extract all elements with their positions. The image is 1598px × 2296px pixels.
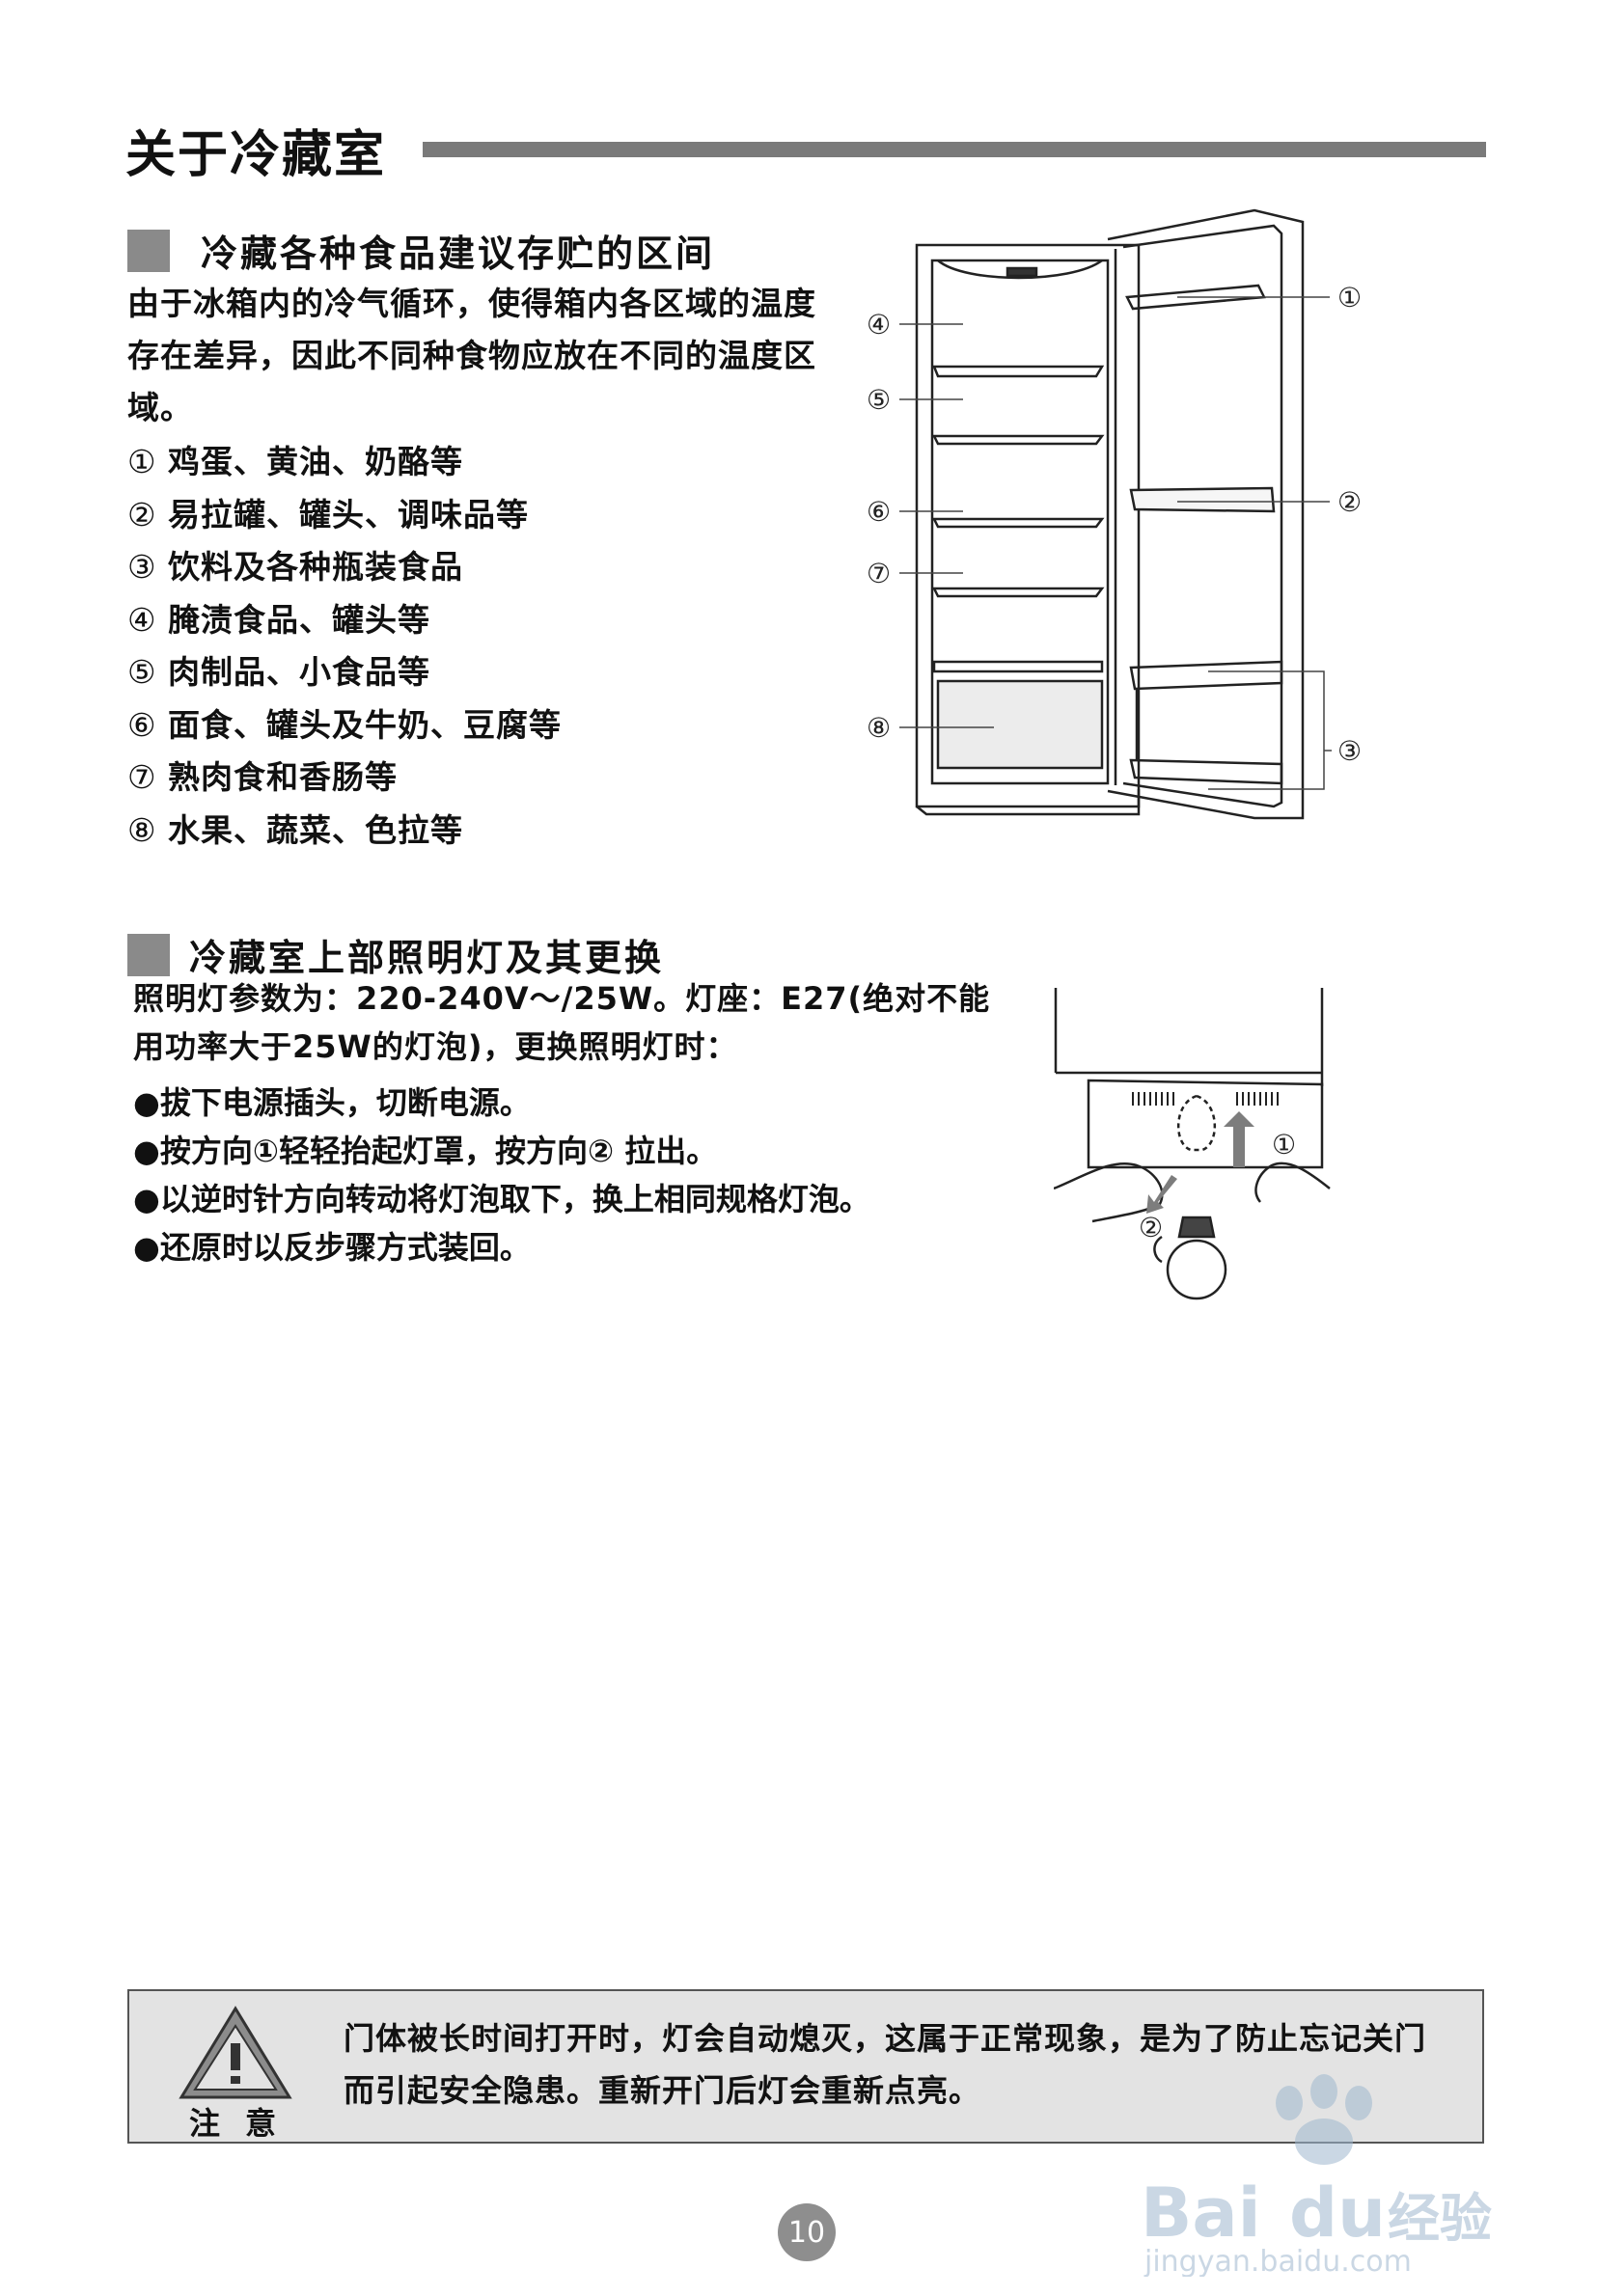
baidu-jingyan-watermark: Bai du 经验 jingyan.baidu.com <box>1141 2074 1492 2277</box>
svg-text:jingyan.baidu.com: jingyan.baidu.com <box>1143 2245 1412 2277</box>
bullet-icon: ● <box>133 1133 160 1169</box>
lamp-diagram-label-1: ① <box>1272 1129 1296 1161</box>
page-title: 关于冷藏室 <box>125 126 387 184</box>
notice-box: 注意 门体被长时间打开时，灯会自动熄灭，这属于正常现象，是为了防止忘记关门而引起… <box>127 1989 1484 2144</box>
heading-square-icon <box>127 933 170 976</box>
section-title: 冷藏各种食品建议存贮的区间 <box>201 232 716 275</box>
lamp-replacement-diagram: ① ② <box>1054 988 1331 1300</box>
diagram-label-6: ⑥ <box>867 496 891 528</box>
svg-text:经验: 经验 <box>1388 2188 1492 2249</box>
diagram-label-7: ⑦ <box>867 558 891 589</box>
diagram-label-8: ⑧ <box>867 712 891 744</box>
notice-text: 门体被长时间打开时，灯会自动熄灭，这属于正常现象，是为了防止忘记关门而引起安全隐… <box>344 2020 1427 2109</box>
diagram-label-5: ⑤ <box>867 384 891 416</box>
lamp-intro-text: 照明灯参数为：220-240V～/25W。灯座：E27(绝对不能用功率大于25W… <box>133 980 991 1065</box>
diagram-label-4: ④ <box>867 309 891 341</box>
bullet-icon: ● <box>133 1229 160 1266</box>
section-title: 冷藏室上部照明灯及其更换 <box>189 937 665 979</box>
diagram-label-2: ② <box>1337 486 1362 518</box>
replacement-steps: ●拔下电源插头，切断电源。 ●按方向①轻轻抬起灯罩，按方向② 拉出。 ●以逆时针… <box>133 1079 870 1271</box>
svg-text:Bai: Bai <box>1141 2173 1261 2253</box>
notice-label: 注意 <box>189 2105 302 2142</box>
warning-triangle-icon <box>179 2006 292 2099</box>
storage-intro-text: 由于冰箱内的冷气循环，使得箱内各区域的温度存在差异，因此不同种食物应放在不同的温… <box>127 285 816 426</box>
bullet-icon: ● <box>133 1181 160 1217</box>
heading-square-icon <box>127 229 170 272</box>
svg-text:du: du <box>1289 2173 1386 2253</box>
diagram-label-3: ③ <box>1337 735 1362 767</box>
lamp-diagram-label-2: ② <box>1139 1212 1163 1244</box>
diagram-label-1: ① <box>1337 282 1362 314</box>
fridge-diagram: ④ ⑤ ⑥ ⑦ ⑧ ① ② ③ <box>867 208 1362 820</box>
list-item: ●拔下电源插头，切断电源。 <box>133 1084 531 1121</box>
list-item: ●按方向①轻轻抬起灯罩，按方向② 拉出。 <box>133 1133 718 1169</box>
section-heading-lamp: 冷藏室上部照明灯及其更换 <box>127 928 664 981</box>
bullet-icon: ● <box>133 1084 160 1121</box>
paw-icon <box>1276 2074 1372 2165</box>
section-heading-storage: 冷藏各种食品建议存贮的区间 <box>127 224 715 277</box>
list-item: ●以逆时针方向转动将灯泡取下，换上相同规格灯泡。 <box>133 1181 870 1217</box>
title-rule <box>423 142 1486 157</box>
list-item: ●还原时以反步骤方式装回。 <box>133 1229 531 1266</box>
page-number: 10 <box>778 2203 836 2261</box>
